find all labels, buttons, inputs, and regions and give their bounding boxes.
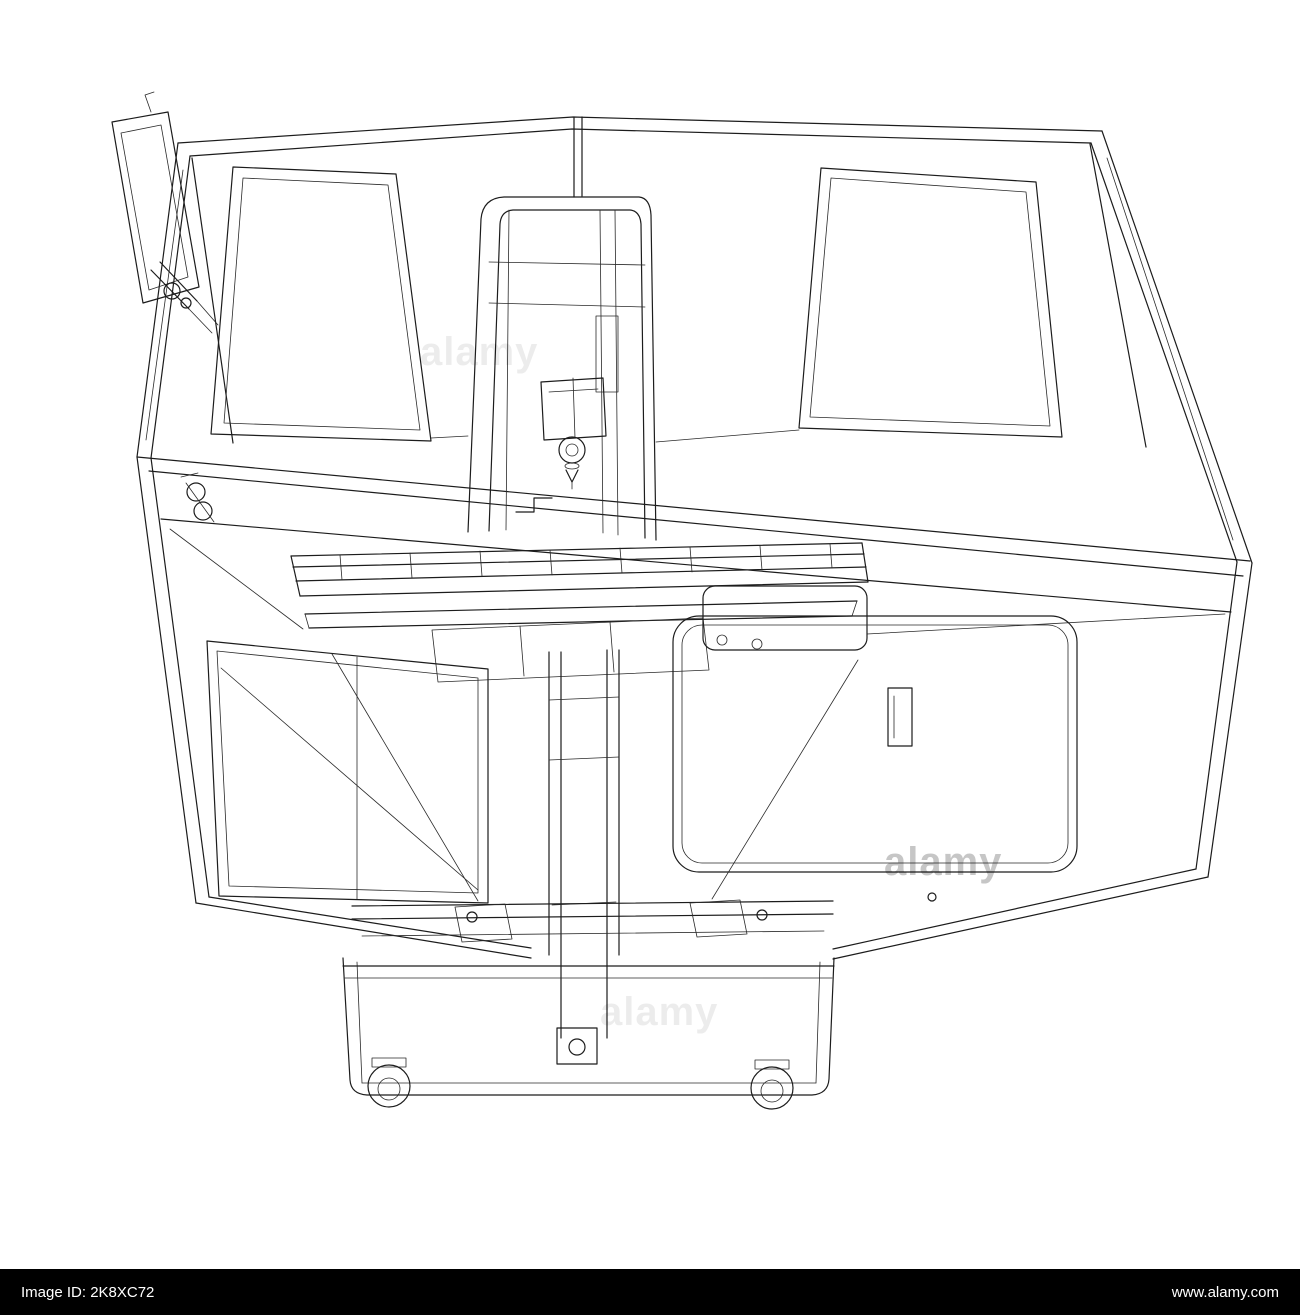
base-stand (342, 957, 835, 1110)
right-caster (750, 1059, 794, 1110)
door-handle (887, 687, 913, 747)
cnc-machine-wireframe-drawing (111, 91, 1253, 1110)
alamy-watermark: alamy (884, 840, 1003, 884)
door-hinge-detail (180, 472, 215, 523)
lower-left-window (206, 640, 489, 904)
alamy-website-link[interactable]: www.alamy.com (1171, 1283, 1279, 1301)
enclosure (136, 116, 1253, 960)
lower-right-door (672, 615, 1078, 873)
work-table (290, 542, 869, 683)
alamy-footer-bar: Image ID: 2K8XC72 www.alamy.com (0, 1269, 1300, 1315)
image-id-label: Image ID: 2K8XC72 (21, 1283, 155, 1301)
spindle-column (467, 196, 657, 541)
alamy-watermark: alamy (420, 330, 539, 374)
spindle-head (515, 377, 607, 513)
control-panel-monitor (111, 91, 219, 334)
top-left-window (210, 166, 432, 442)
left-caster (367, 1057, 411, 1108)
z-axis-base-column (331, 649, 859, 1039)
table-extension (702, 585, 868, 651)
top-right-window (798, 167, 1063, 438)
alamy-watermark: alamy (600, 990, 719, 1034)
